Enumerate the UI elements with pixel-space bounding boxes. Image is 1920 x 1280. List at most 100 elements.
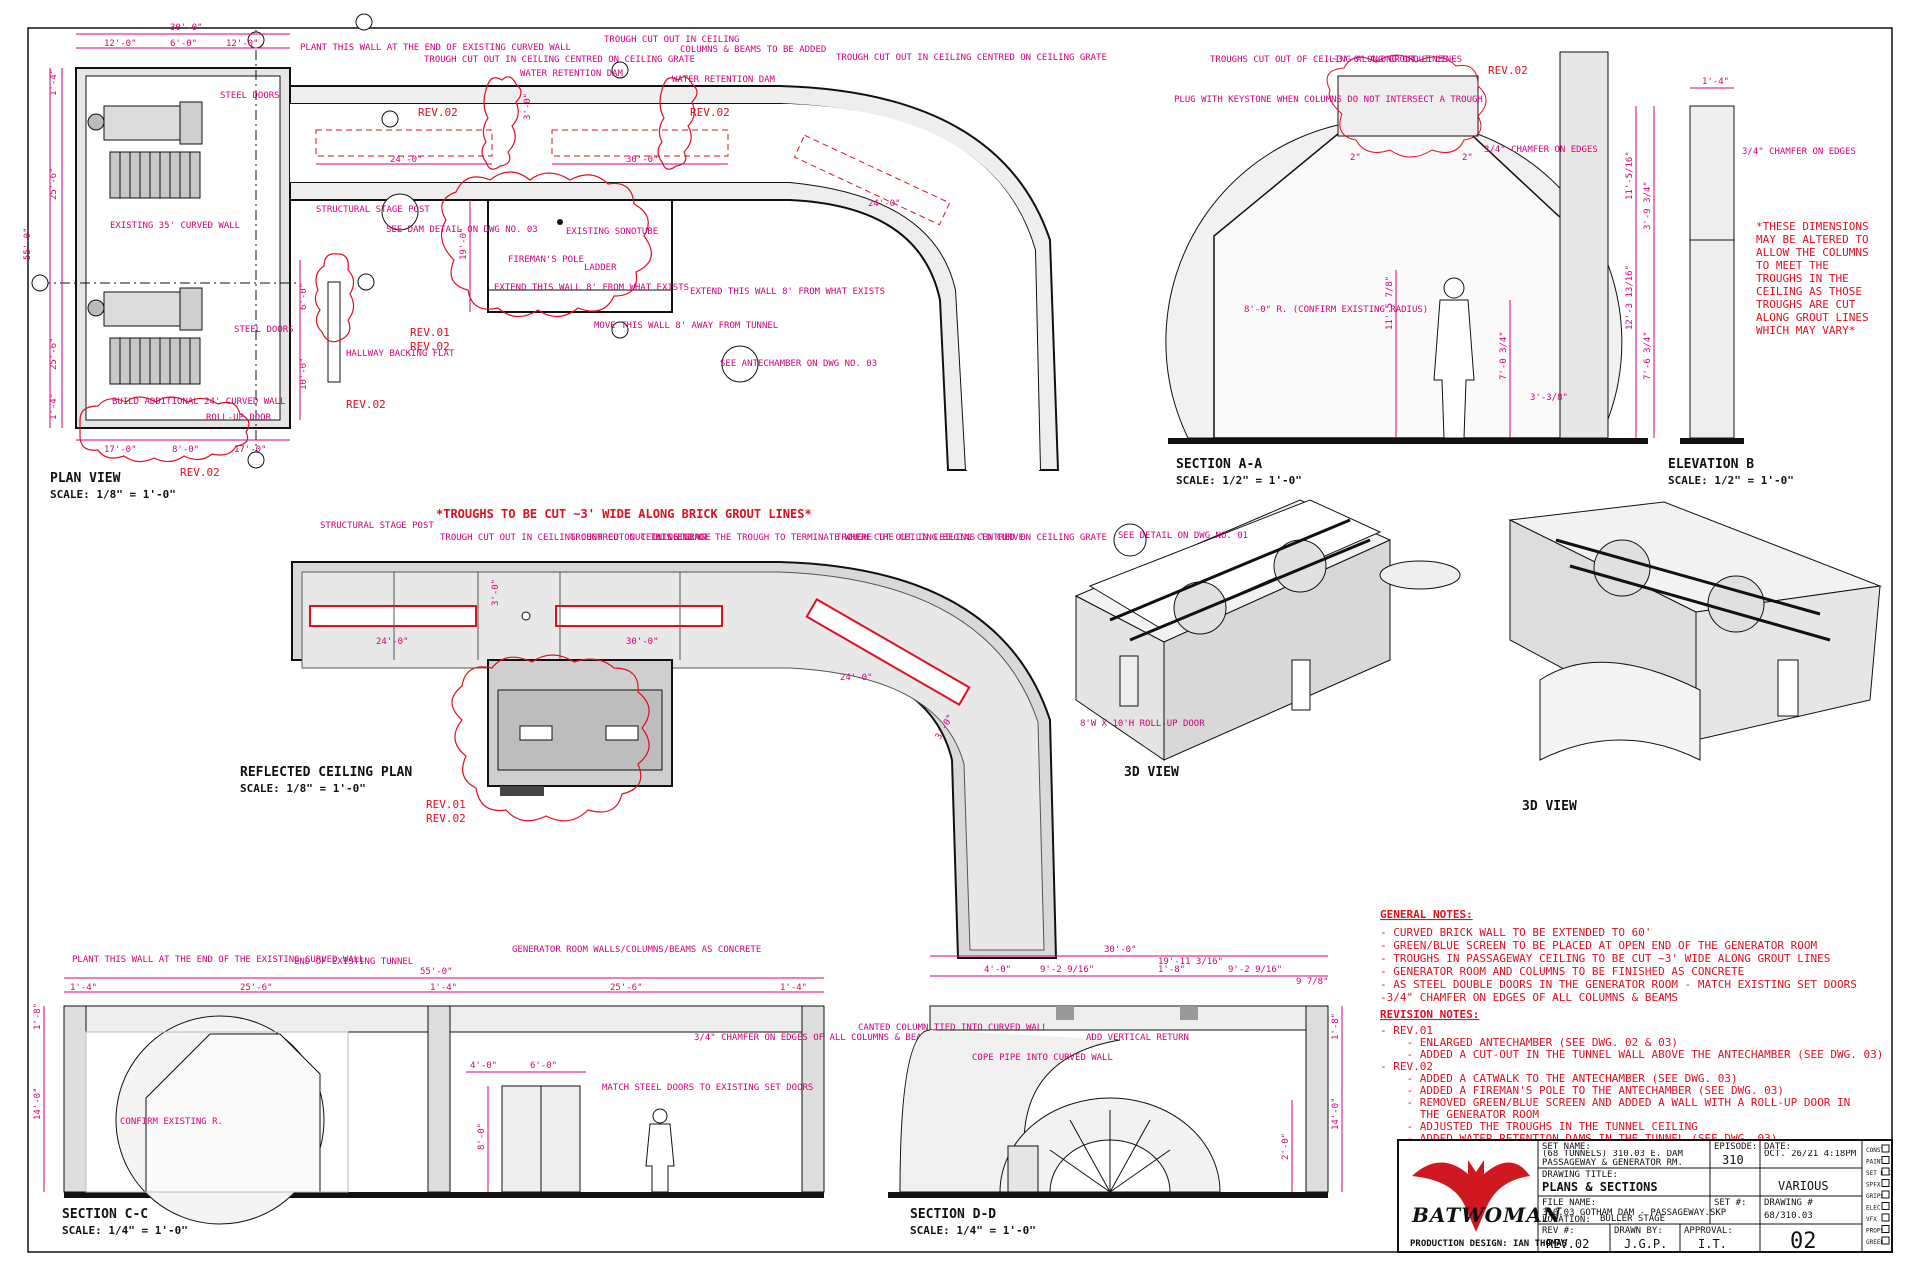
- sec-c-h1: 1'-8": [33, 1003, 43, 1030]
- person-silhouette-a: [1433, 277, 1475, 439]
- view3d-see-detail: SEE DETAIL ON DWG NO. 01: [1118, 531, 1248, 541]
- dim-plan-t2: 6'-0": [170, 39, 197, 49]
- dim-plan-l3: 25'-6": [49, 337, 59, 370]
- plan-view-scale: SCALE: 1/8" = 1'-0": [50, 488, 176, 501]
- sec-a-d4: 2": [1350, 153, 1361, 163]
- rev-tag-5: REV.02: [346, 398, 386, 411]
- tb-checkbox-3[interactable]: [1881, 1179, 1890, 1187]
- sec-c-doors: MATCH STEEL DOORS TO EXISTING SET DOORS: [602, 1083, 813, 1093]
- section-d-title: SECTION D-D: [910, 1207, 996, 1222]
- rcp-headline: *TROUGHS TO BE CUT ~3' WIDE ALONG BRICK …: [436, 507, 812, 521]
- sec-c-d7: 6'-0": [530, 1061, 557, 1071]
- section-c: PLANT THIS WALL AT THE END OF THE EXISTI…: [33, 945, 932, 1237]
- sec-c-confirm: CONFIRM EXISTING R.: [120, 1117, 223, 1127]
- revision-notes: REVISION NOTES: - REV.01 - ENLARGED ANTE…: [1380, 1008, 1883, 1145]
- note-existing-sonotube: EXISTING SONOTUBE: [566, 227, 658, 237]
- tb-file-name-label: FILE NAME:: [1542, 1198, 1596, 1208]
- sec-a-note-chamfer: 3/4" CHAMFER ON EDGES: [1484, 145, 1598, 155]
- note-extend1: EXTEND THIS WALL 8' FROM WHAT EXISTS: [494, 283, 689, 293]
- tb-date-label: DATE:: [1764, 1142, 1791, 1152]
- dim-plan-l2: 25'-6": [49, 167, 59, 200]
- note-water-dam1: WATER RETENTION DAM: [520, 69, 624, 79]
- plan-view: 30'-0" 12'-0" 6'-0" 12'-0" 17'-0" 8'-0" …: [23, 13, 1107, 501]
- dim-plan-top: 30'-0": [170, 23, 203, 33]
- general-notes-title: GENERAL NOTES:: [1380, 908, 1473, 921]
- tb-file-name: 310.03 GOTHAM DAM - PASSAGEWAY.SKP: [1542, 1208, 1727, 1218]
- rev-tag-6: REV.02: [180, 466, 220, 479]
- general-note-0: - CURVED BRICK WALL TO BE EXTENDED TO 60…: [1380, 926, 1652, 939]
- tb-checkbox-1[interactable]: [1881, 1156, 1890, 1164]
- section-c-scale: SCALE: 1/4" = 1'-0": [62, 1224, 188, 1237]
- tb-checkbox-7[interactable]: [1881, 1225, 1890, 1233]
- elev-b-asterisk-note: *THESE DIMENSIONS MAY BE ALTERED TO ALLO…: [1756, 220, 1869, 337]
- sec-d-d-total: 30'-0": [1104, 945, 1137, 955]
- note-steel-doors: STEEL DOORS: [234, 325, 294, 335]
- elev-b-d4: 7'-6 3/4": [1643, 331, 1653, 380]
- dim-plan-bot2: 8'-0": [172, 445, 199, 455]
- dim-plan-t3: 12'-0": [226, 39, 259, 49]
- rev-tag-1: REV.02: [418, 106, 458, 119]
- note-trough3: TROUGH CUT OUT IN CEILING CENTRED ON CEI…: [836, 53, 1107, 63]
- tb-checklist-label-2: SET DEC: [1866, 1170, 1892, 1177]
- tb-checklist-label-4: GRIPS: [1866, 1193, 1884, 1200]
- dim-plan-t1: 12'-0": [104, 39, 137, 49]
- tb-checklist-label-6: VFX: [1866, 1216, 1877, 1223]
- sec-a-note-plug: PLUG WITH KEYSTONE WHEN COLUMNS DO NOT I…: [1174, 95, 1483, 105]
- tb-checkbox-4[interactable]: [1881, 1190, 1890, 1199]
- tb-checkbox-2[interactable]: [1881, 1167, 1890, 1176]
- elev-b-d3: 12'-3 13/16": [1625, 265, 1635, 330]
- revision-note-1: - ENLARGED ANTECHAMBER (SEE DWG. 02 & 03…: [1380, 1036, 1678, 1049]
- tb-checklist-label-8: GREENS: [1866, 1239, 1888, 1246]
- dim-plan-bot3: 17'-0": [234, 445, 267, 455]
- tb-checklist-label-7: PROPS: [1866, 1228, 1884, 1235]
- tb-drawn: J.G.P.: [1624, 1237, 1667, 1251]
- sec-a-d5: 2": [1462, 153, 1473, 163]
- rcp-trough3: TROUGH CUT OUT IN CEILING CENTRED ON CEI…: [836, 533, 1107, 543]
- dim-plan-tr1: 24'-0": [390, 155, 423, 165]
- tb-approval: I.T.: [1698, 1237, 1727, 1251]
- note-see-detail: SEE DAM DETAIL ON DWG NO. 03: [386, 225, 538, 235]
- note-extend2: EXTEND THIS WALL 8' FROM WHAT EXISTS: [690, 287, 885, 297]
- view3d-rollup: 8'W X 10'H ROLL-UP DOOR: [1080, 719, 1205, 729]
- note-hallway: HALLWAY BACKING FLAT: [346, 349, 455, 359]
- view-3d-2: 3D VIEW: [1508, 501, 1882, 814]
- tb-checkbox-8[interactable]: [1881, 1236, 1890, 1245]
- sec-d-d5: 9'-2 9/16": [1228, 965, 1282, 975]
- rev-tag-3: REV.01: [410, 326, 450, 339]
- rev-tag-2: REV.02: [690, 106, 730, 119]
- note-structural-post: STRUCTURAL STAGE POST: [316, 205, 430, 215]
- general-notes: GENERAL NOTES: - CURVED BRICK WALL TO BE…: [1380, 908, 1857, 1004]
- sheet-border: [27, 27, 1893, 1253]
- elev-b-d2: 3'-9 3/4": [1643, 181, 1653, 230]
- batwoman-logo-icon: [1412, 1160, 1530, 1232]
- note-trough2: TROUGH CUT OUT IN CEILING: [604, 35, 739, 45]
- tb-checkbox-5[interactable]: [1881, 1202, 1890, 1210]
- tb-checklist-label-3: SPFX: [1866, 1182, 1881, 1189]
- tb-checkbox-0[interactable]: [1881, 1144, 1890, 1153]
- revision-note-4: - ADDED A CATWALK TO THE ANTECHAMBER (SE…: [1380, 1072, 1738, 1085]
- note-see-antechamber: SEE ANTECHAMBER ON DWG NO. 03: [720, 359, 877, 369]
- dim-plan-h1: 19'-0": [459, 227, 469, 260]
- generator-unit-top: [87, 101, 203, 199]
- title-block: BATWOMAN PRODUCTION DESIGN: IAN THOMAS S…: [1397, 1139, 1893, 1254]
- dim-plan-l1: 1'-4": [49, 69, 59, 96]
- sec-d-d2: 4'-0": [984, 965, 1011, 975]
- sec-a-rev: REV.02: [1488, 64, 1528, 77]
- dim-plan-bot1: 17'-0": [104, 445, 137, 455]
- tb-set-name: (68 TUNNELS) 310.03 E. DAM PASSAGEWAY & …: [1542, 1150, 1683, 1168]
- section-a-scale: SCALE: 1/2" = 1'-0": [1176, 474, 1302, 487]
- reflected-ceiling-plan: *TROUGHS TO BE CUT ~3' WIDE ALONG BRICK …: [240, 507, 1107, 959]
- elevation-b-scale: SCALE: 1/2" = 1'-0": [1668, 474, 1794, 487]
- rev-tag-8: REV.02: [426, 812, 466, 825]
- elev-b-d1: 11'-5/16": [1625, 151, 1635, 200]
- note-build-curved: BUILD ADDITIONAL 24' CURVED WALL: [112, 397, 285, 407]
- tb-checkbox-6[interactable]: [1881, 1213, 1890, 1222]
- sec-d-h2: 14'-0": [1331, 1097, 1341, 1130]
- view3d-1-title: 3D VIEW: [1124, 765, 1179, 780]
- tb-episode-label: EPISODE:: [1714, 1142, 1757, 1152]
- rcp-d3: 24'-0": [840, 673, 873, 683]
- section-c-title: SECTION C-C: [62, 1207, 148, 1222]
- tb-set-no-label: SET #:: [1714, 1198, 1747, 1208]
- note-existing-curved: EXISTING 35' CURVED WALL: [110, 221, 240, 231]
